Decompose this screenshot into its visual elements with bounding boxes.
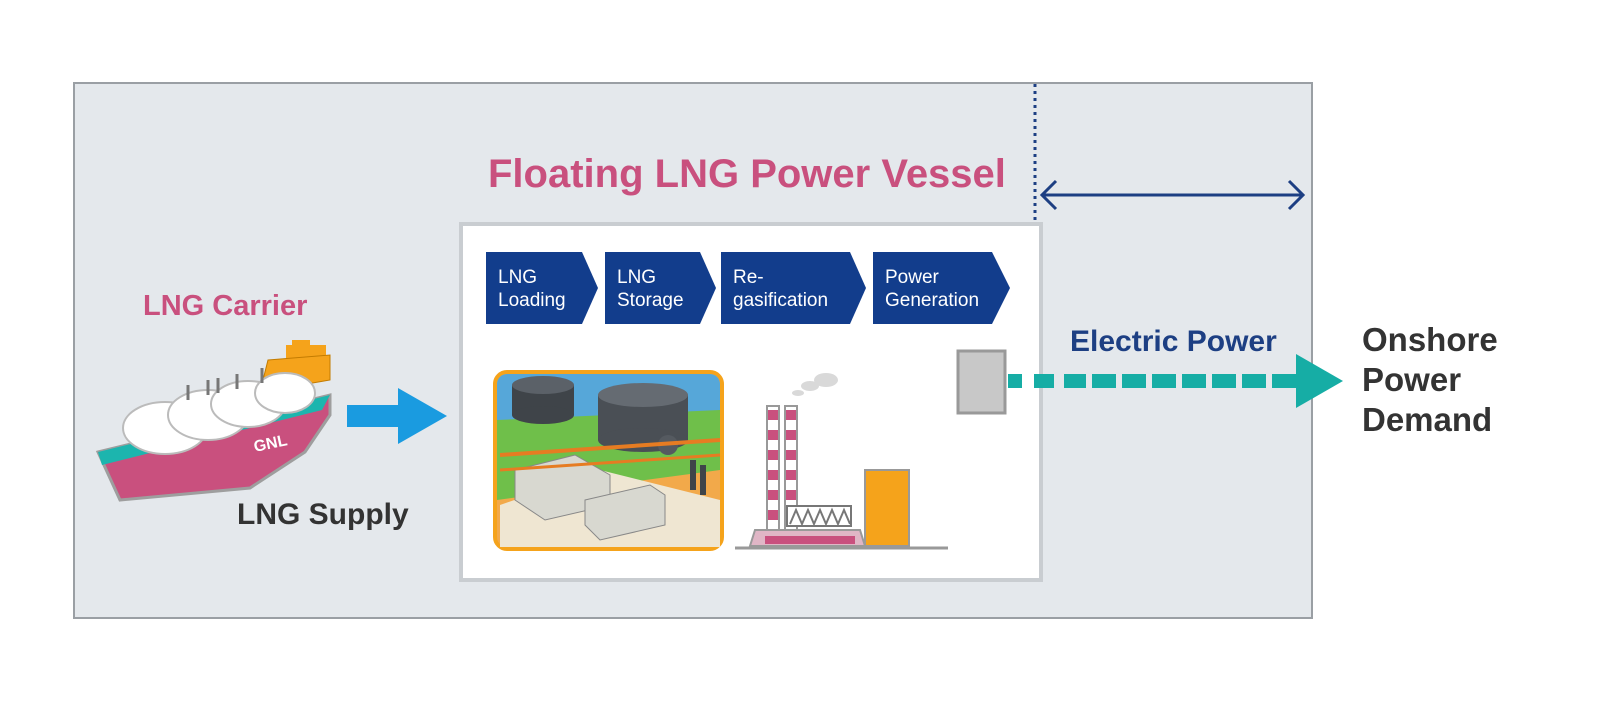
lng-plant-image xyxy=(493,370,724,551)
onshore-demand-label: Onshore Power Demand xyxy=(1362,320,1498,440)
step-chevron-4 xyxy=(873,252,1010,324)
step-line: Storage xyxy=(617,290,684,311)
demand-line: Demand xyxy=(1362,401,1493,438)
step-line: Power xyxy=(885,267,939,288)
electric-power-arrow xyxy=(1008,354,1343,408)
demand-line: Power xyxy=(1362,361,1462,398)
lng-carrier-label: LNG Carrier xyxy=(143,290,308,322)
demand-line: Onshore xyxy=(1362,321,1498,358)
electric-power-label: Electric Power xyxy=(1070,325,1277,358)
lng-ship-illustration xyxy=(95,340,332,502)
lng-supply-label: LNG Supply xyxy=(237,498,409,531)
step-line: LNG xyxy=(617,267,657,288)
ship-hull-text: GNL xyxy=(252,432,289,456)
supply-arrow xyxy=(347,388,447,444)
step-line: Generation xyxy=(885,290,980,311)
vessel-title: Floating LNG Power Vessel xyxy=(488,152,1006,196)
step-regasification: Re-gasification xyxy=(721,252,866,325)
step-chevron-1 xyxy=(486,252,598,324)
double-arrow xyxy=(1039,179,1306,211)
step-chevron-3 xyxy=(721,252,866,324)
output-terminal-box xyxy=(956,349,1007,415)
step-line: Loading xyxy=(498,290,566,311)
step-line: gasification xyxy=(733,290,829,311)
step-chevron-2 xyxy=(605,252,716,324)
step-line: Re- xyxy=(733,267,764,288)
step-line: LNG xyxy=(498,267,538,288)
power-plant-illustration xyxy=(735,373,948,550)
